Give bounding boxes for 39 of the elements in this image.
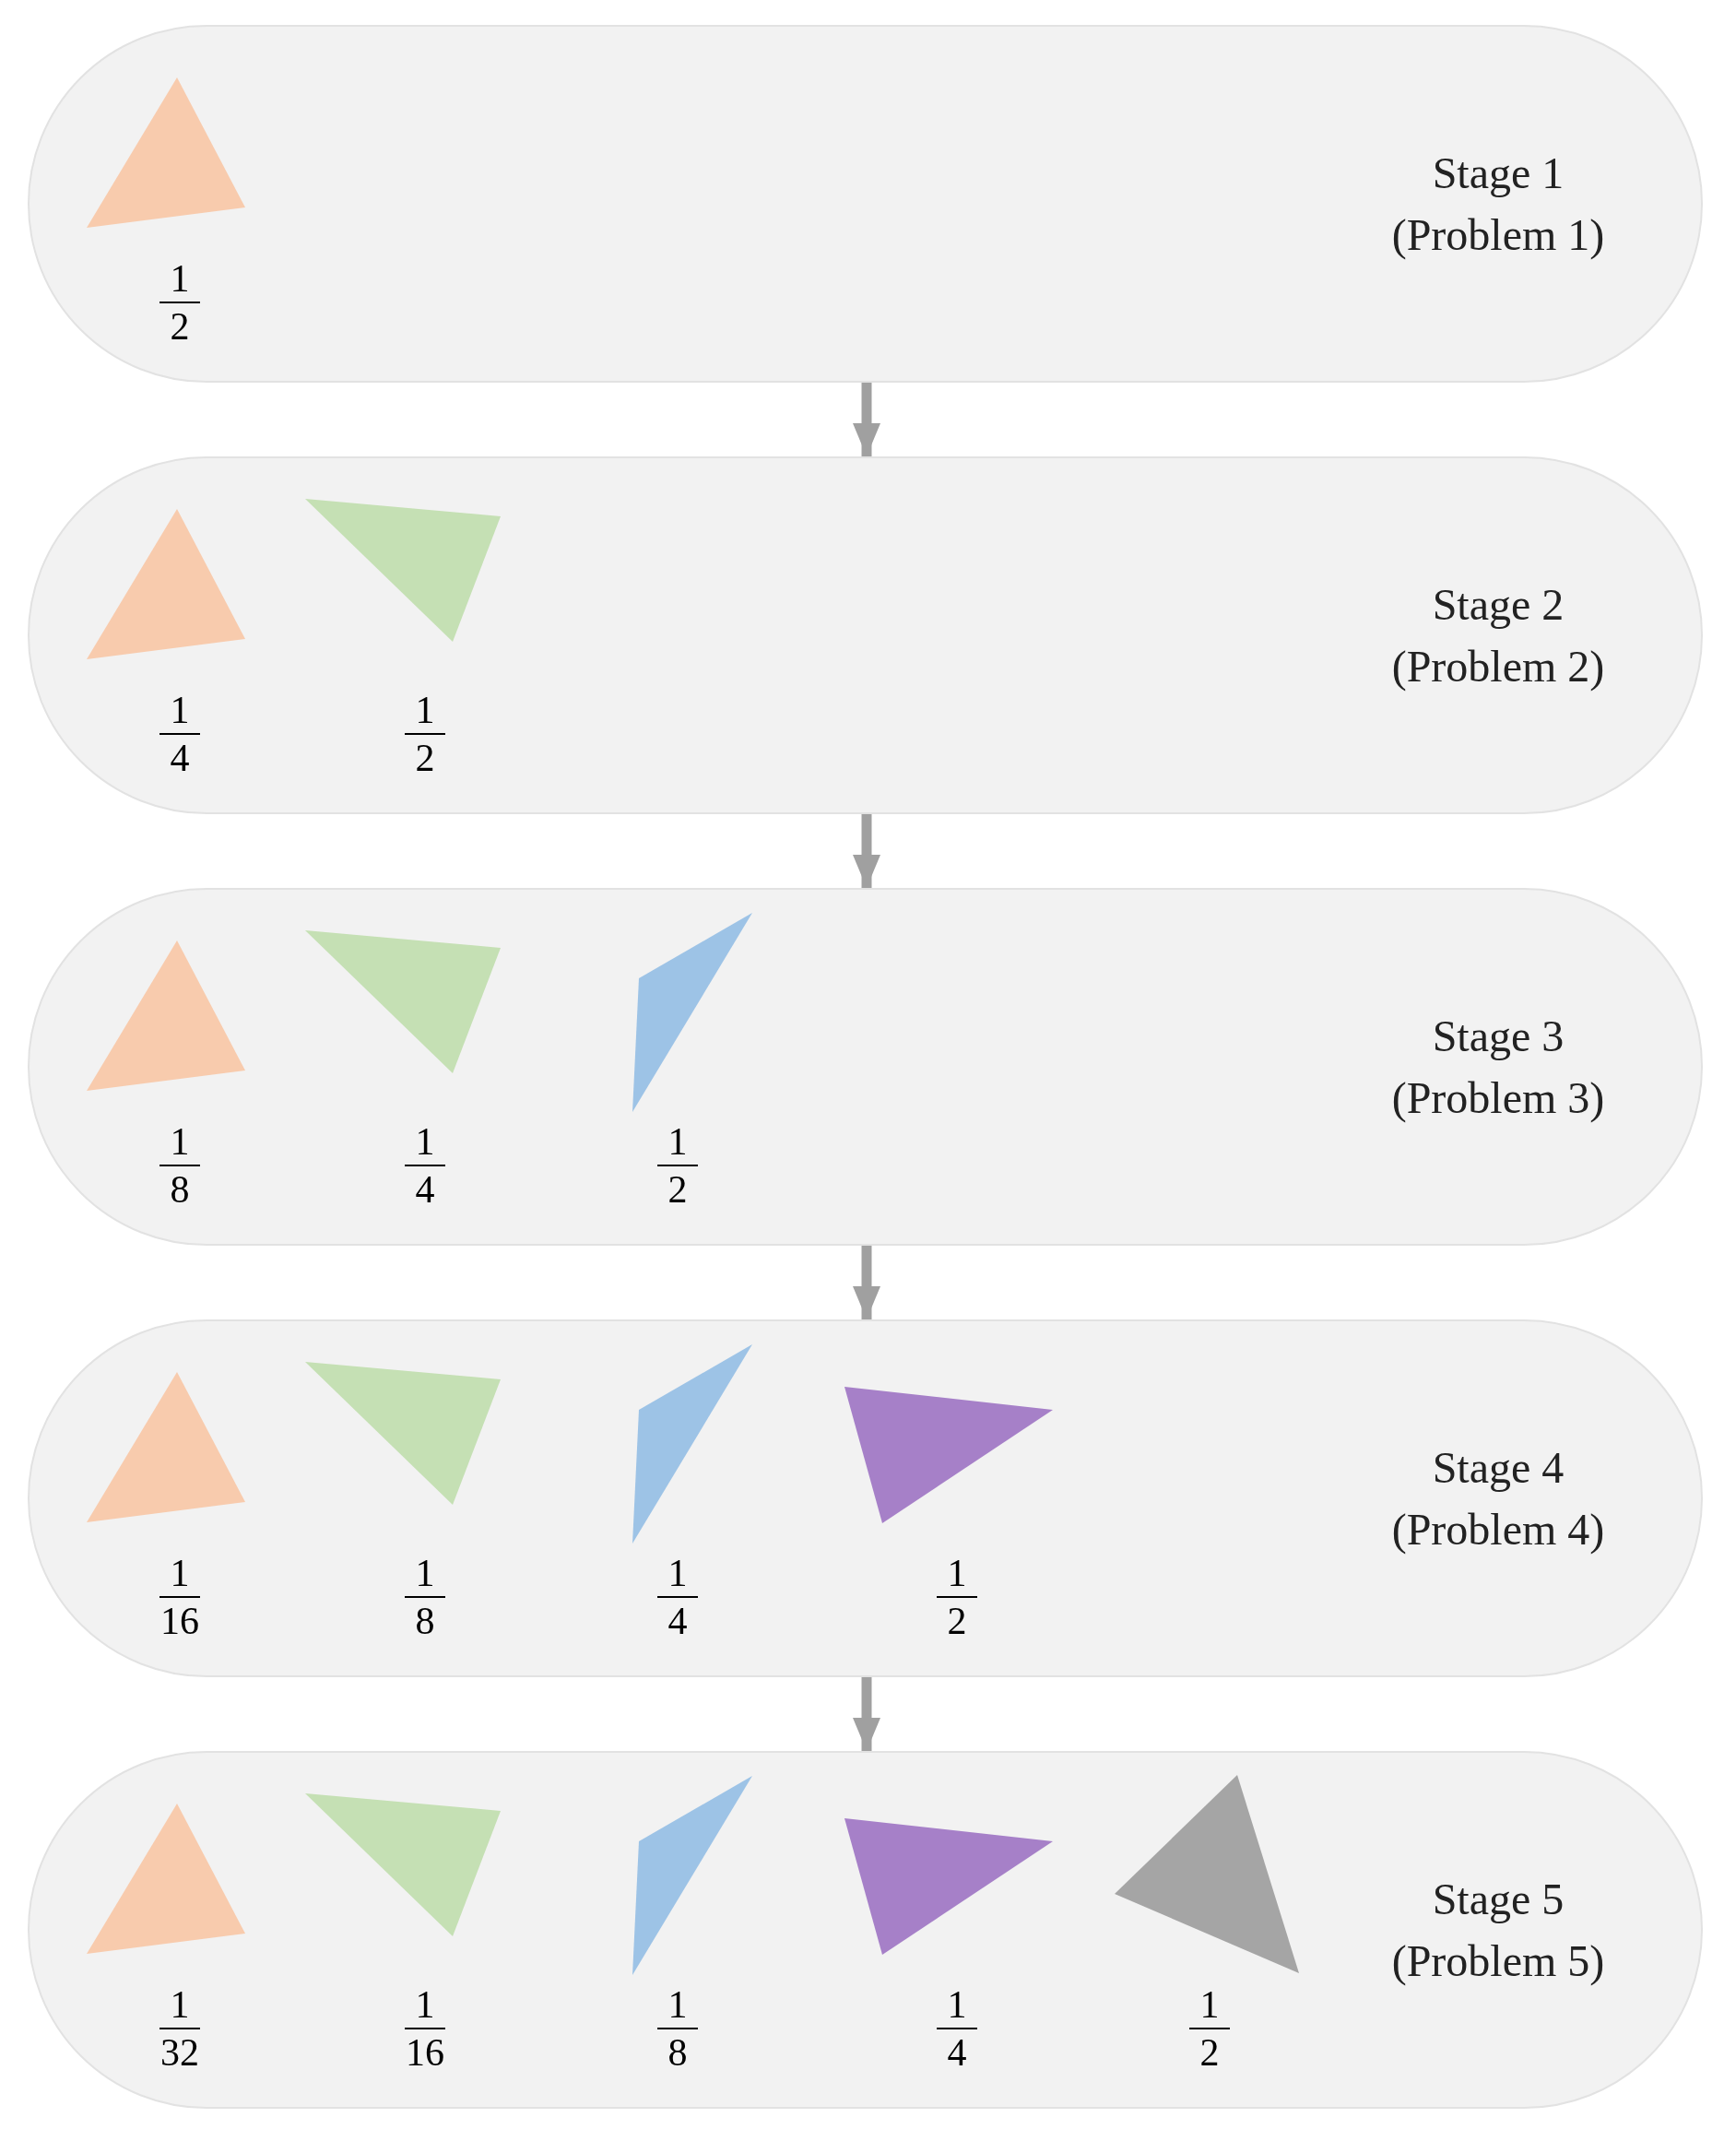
fraction-numerator: 1 [170,1983,190,2027]
fraction-numerator: 1 [947,1552,967,1595]
arrow [853,383,880,456]
fraction-denominator: 4 [667,1600,688,1643]
arrow [853,814,880,888]
fraction-numerator: 1 [170,689,190,732]
fraction-denominator: 8 [170,1168,190,1212]
fraction-numerator: 1 [170,257,190,301]
fraction-numerator: 1 [170,1552,190,1595]
stage-label: Stage 5 (Problem 5) [1390,1873,1606,1987]
stage-label: Stage 4 (Problem 4) [1390,1441,1606,1555]
fraction-denominator: 2 [1199,2031,1220,2075]
fraction-denominator: 2 [947,1600,967,1643]
stage-label: Stage 3 (Problem 3) [1390,1010,1606,1124]
fraction-numerator: 1 [170,1120,190,1164]
fraction-denominator: 2 [667,1168,688,1212]
fraction-denominator: 8 [667,2031,688,2075]
fraction-numerator: 1 [947,1983,967,2027]
fraction-denominator: 8 [415,1600,435,1643]
fraction-numerator: 1 [667,1552,688,1595]
arrow [853,1246,880,1319]
fraction-numerator: 1 [415,1552,435,1595]
arrow [853,1677,880,1751]
fraction-denominator: 16 [406,2031,444,2075]
fraction-denominator: 16 [160,1600,199,1643]
fraction-numerator: 1 [415,1983,435,2027]
fraction-denominator: 32 [160,2031,199,2075]
fraction-numerator: 1 [415,1120,435,1164]
fraction-denominator: 4 [947,2031,967,2075]
fraction-numerator: 1 [667,1120,688,1164]
fraction-denominator: 2 [415,737,435,780]
fraction-denominator: 2 [170,305,190,349]
fraction-denominator: 4 [170,737,190,780]
fraction-numerator: 1 [1199,1983,1220,2027]
fraction-denominator: 4 [415,1168,435,1212]
stage-label: Stage 2 (Problem 2) [1390,578,1606,692]
fraction-numerator: 1 [415,689,435,732]
stage-label: Stage 1 (Problem 1) [1390,147,1606,261]
fraction-numerator: 1 [667,1983,688,2027]
